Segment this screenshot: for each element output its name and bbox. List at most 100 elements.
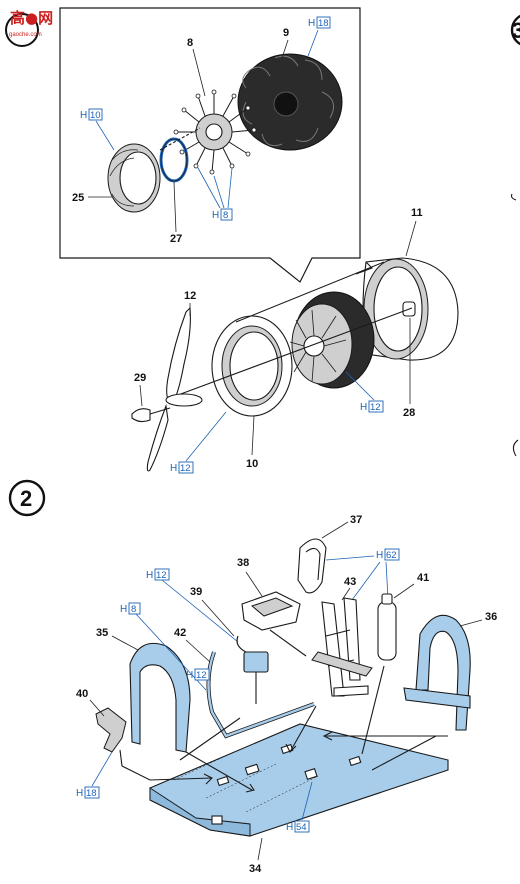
step-2-number: 2 <box>20 486 32 511</box>
leader-part-38 <box>245 571 263 597</box>
label-part-41: 41 <box>417 572 429 584</box>
leader-ref-h8-step2 <box>135 613 207 691</box>
label-part-10: 10 <box>246 458 258 470</box>
leader-part-42 <box>185 639 211 663</box>
label-part-9: 9 <box>283 27 289 39</box>
part-35-left-frame <box>129 642 191 753</box>
leader-ref-h12-step2-top <box>161 579 239 643</box>
ref-h8-box: H 8 <box>212 208 233 221</box>
leader-part-10 <box>251 415 255 456</box>
part-42-control-rod <box>206 651 315 739</box>
part-41-oxygen-bottle <box>377 593 397 661</box>
leaders-ref-h8-box <box>197 167 233 209</box>
ref-h10: H 10 <box>80 108 103 121</box>
leader-ref-h10 <box>95 120 115 151</box>
guide-line-box <box>159 127 201 151</box>
guide-seat <box>269 629 307 657</box>
leader-part-11 <box>405 220 417 257</box>
part-9-engine-cylinders <box>237 53 343 151</box>
svg-text:62: 62 <box>386 550 397 561</box>
label-part-36: 36 <box>485 611 497 623</box>
ref-h62: H 62 <box>376 548 400 561</box>
leaders-ref-h62 <box>325 555 389 601</box>
part-10-front-ring <box>211 315 293 417</box>
part-34-cockpit-floor <box>149 723 449 837</box>
part-40-fitting <box>95 707 127 753</box>
ref-h18-step2: H 18 <box>76 786 100 799</box>
ref-h12-engine: H 12 <box>360 400 384 413</box>
part-37-headrest <box>297 538 327 594</box>
svg-text:H: H <box>186 670 193 681</box>
leader-part-8 <box>192 48 206 97</box>
part-8-ignition-harness <box>173 89 257 175</box>
svg-text:H: H <box>146 570 153 581</box>
label-part-43: 43 <box>344 576 356 588</box>
part-29-spinner <box>131 407 171 423</box>
part-12-propeller <box>146 306 203 472</box>
svg-text:54: 54 <box>296 822 307 833</box>
label-part-12: 12 <box>184 290 196 302</box>
leader-ref-h12-propeller <box>185 411 227 462</box>
svg-text:H: H <box>308 18 315 29</box>
ref-h8-step2: H 8 <box>120 602 141 615</box>
next-step-number: 3 <box>512 18 520 43</box>
leader-part-39 <box>201 599 235 637</box>
part-38-seat <box>241 591 301 631</box>
svg-text:H: H <box>120 604 127 615</box>
label-part-37: 37 <box>350 514 362 526</box>
svg-text:12: 12 <box>370 402 381 413</box>
watermark-brand: 高●网 <box>10 9 53 27</box>
step-2-marker: 2 <box>8 479 46 517</box>
label-part-38: 38 <box>237 557 249 569</box>
leader-part-9 <box>281 39 289 59</box>
watermark-logo: 高●网 gaoche.com <box>5 9 53 47</box>
svg-text:H: H <box>170 463 177 474</box>
svg-text:12: 12 <box>180 463 191 474</box>
svg-text:H: H <box>80 110 87 121</box>
margin-mark-2 <box>512 439 519 457</box>
label-part-25: 25 <box>72 192 84 204</box>
label-part-34: 34 <box>249 863 262 875</box>
ref-h12-propeller: H 12 <box>170 461 194 474</box>
margin-mark-1 <box>510 193 517 201</box>
leader-ref-h18-step2 <box>91 751 113 787</box>
next-step-marker: 3 <box>510 14 520 46</box>
label-part-29: 29 <box>134 372 146 384</box>
assembly-guide-lines <box>169 261 413 399</box>
svg-text:18: 18 <box>318 18 329 29</box>
svg-text:H: H <box>76 788 83 799</box>
part-36-right-frame <box>403 614 471 731</box>
leader-part-40 <box>89 699 105 717</box>
svg-text:8: 8 <box>131 604 136 615</box>
svg-text:H: H <box>360 402 367 413</box>
leader-part-34 <box>257 837 263 861</box>
svg-text:8: 8 <box>223 210 228 221</box>
svg-text:12: 12 <box>156 570 167 581</box>
ref-h54: H 54 <box>286 820 310 833</box>
ref-h12-step2-top: H 12 <box>146 568 170 581</box>
part-39-control-box <box>236 635 269 704</box>
part-43-bracket <box>311 597 373 697</box>
leader-part-43 <box>341 587 351 601</box>
leader-part-35 <box>111 635 139 651</box>
part-25-crankcase-ring <box>107 143 161 213</box>
label-part-39: 39 <box>190 586 202 598</box>
label-part-42: 42 <box>174 627 186 639</box>
svg-text:H: H <box>212 210 219 221</box>
label-part-28: 28 <box>403 407 415 419</box>
assembly-arrows-step2 <box>119 665 448 793</box>
ref-h18-top: H 18 <box>308 16 331 29</box>
leader-ref-h12-engine <box>345 371 375 401</box>
svg-text:10: 10 <box>90 110 101 121</box>
label-part-27: 27 <box>170 233 182 245</box>
leader-part-36 <box>459 619 483 627</box>
leader-ref-h18-top <box>307 29 319 57</box>
svg-text:12: 12 <box>196 670 207 681</box>
label-part-8: 8 <box>187 37 193 49</box>
leader-part-29 <box>139 384 143 407</box>
svg-text:H: H <box>376 550 383 561</box>
engine-assembly <box>289 291 375 389</box>
svg-text:18: 18 <box>86 788 97 799</box>
leader-ref-h54 <box>301 781 313 821</box>
